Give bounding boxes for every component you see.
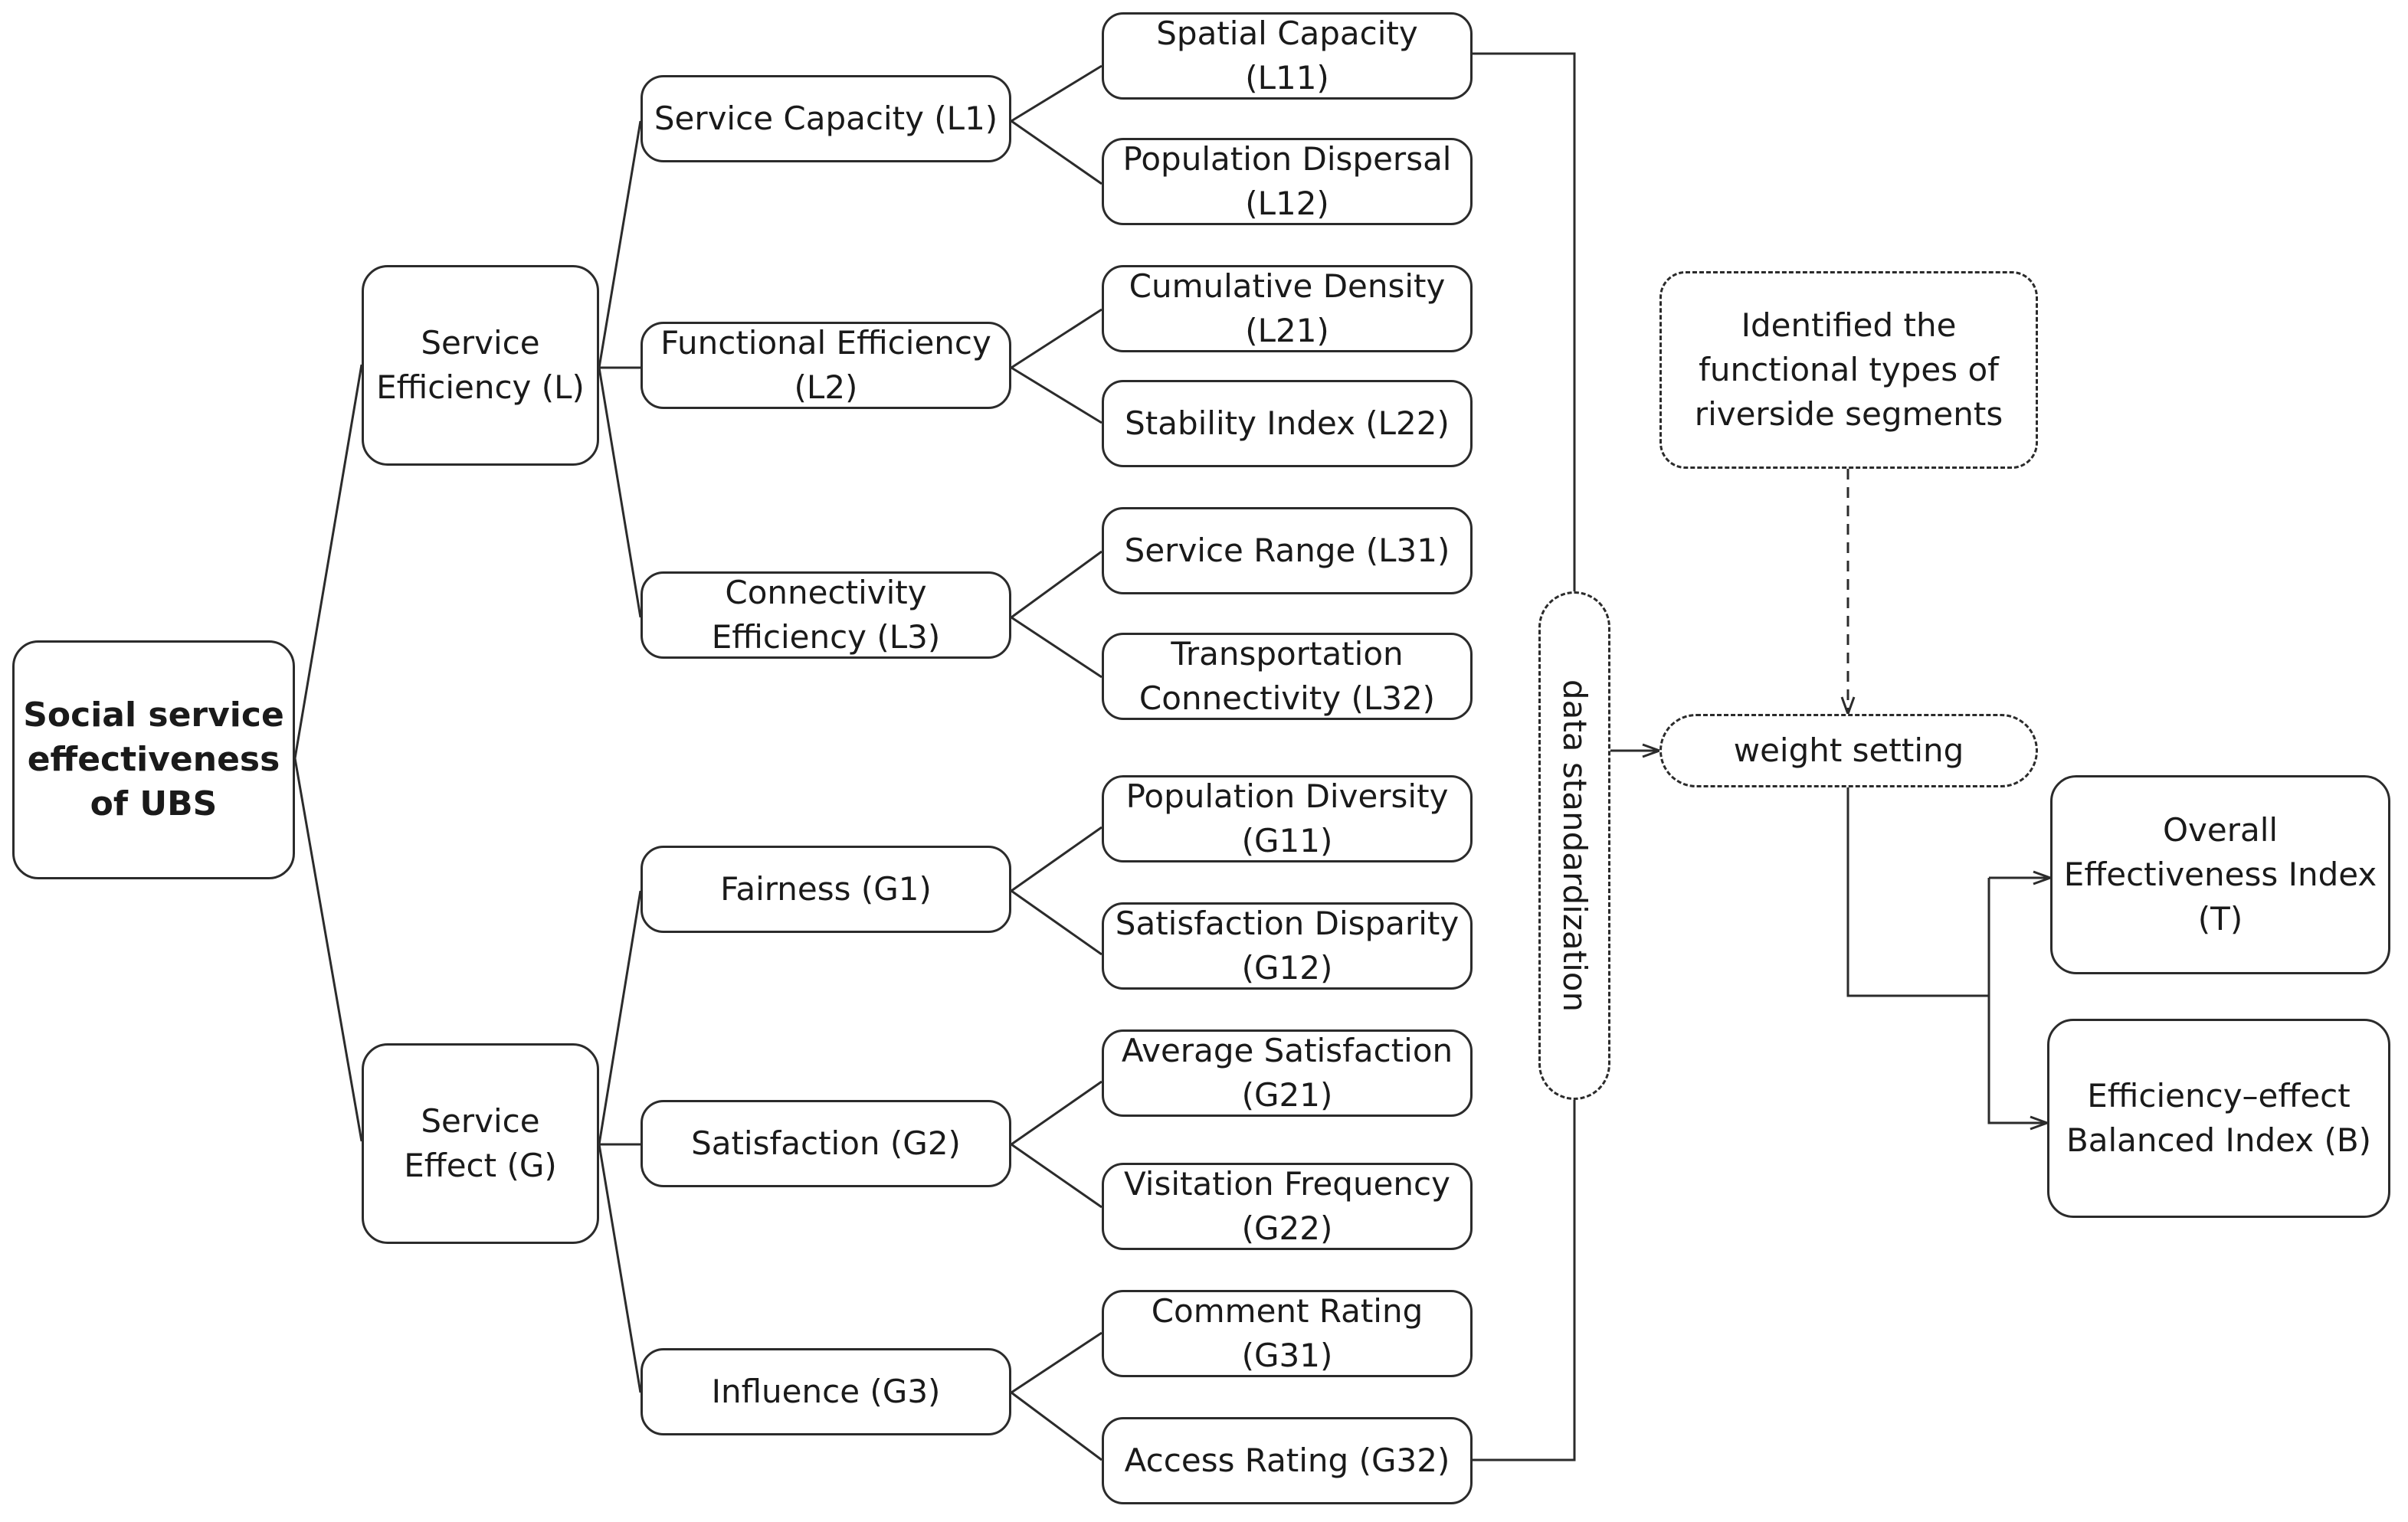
l12-label: Population Dispersal (L12) [1122,140,1452,222]
edge-g2-g21 [1011,1080,1102,1146]
edge-effect-g1 [598,890,642,1145]
g12-label: Satisfaction Disparity (G12) [1115,905,1460,987]
g1-label: Fairness (G1) [720,870,932,908]
l32-label: Transportation Connectivity (L32) [1138,635,1436,717]
root-label: Social service effectiveness of UBS [23,696,284,823]
node-l11: Spatial Capacity (L11) [1102,12,1473,100]
edge-l1-l12 [1011,119,1102,185]
edge-root-efficiency [293,364,363,759]
l2-label: Functional Efficiency (L2) [660,324,991,406]
overall-index-label: Overall Effectiveness Index (T) [2063,811,2377,938]
node-l2: Functional Efficiency (L2) [640,322,1011,409]
edge-l1-l11 [1011,64,1102,123]
edge-g1-g12 [1011,889,1102,956]
service-effect-label: Service Effect (G) [404,1102,557,1184]
l31-label: Service Range (L31) [1124,532,1450,569]
g21-label: Average Satisfaction (G21) [1121,1032,1453,1114]
edge-g1-g11 [1011,826,1102,892]
root-node: Social service effectiveness of UBS [12,640,295,879]
edge-l3-l31 [1011,550,1102,619]
node-g12: Satisfaction Disparity (G12) [1102,902,1473,990]
arrow-to-balanced-index [1987,996,2047,1123]
node-l1: Service Capacity (L1) [640,75,1011,162]
functional-types-node: Identified the functional types of river… [1659,271,2038,469]
node-g11: Population Diversity (G11) [1102,775,1473,862]
node-l32: Transportation Connectivity (L32) [1102,633,1473,720]
node-service-effect: Service Effect (G) [362,1043,599,1244]
g11-label: Population Diversity (G11) [1125,777,1449,859]
node-g32: Access Rating (G32) [1102,1417,1473,1504]
data-standardization-node: data standardization [1538,591,1610,1100]
bracket-bottom-to-standardization [1473,1100,1576,1461]
g32-label: Access Rating (G32) [1124,1442,1450,1479]
node-service-efficiency: Service Efficiency (L) [362,265,599,466]
node-l12: Population Dispersal (L12) [1102,138,1473,225]
weight-setting-label: weight setting [1733,732,1964,769]
node-g22: Visitation Frequency (G22) [1102,1163,1473,1250]
g2-label: Satisfaction (G2) [691,1124,961,1162]
balanced-index-node: Efficiency–effect Balanced Index (B) [2047,1019,2390,1218]
edge-efficiency-l1 [598,120,642,368]
bracket-top-to-standardization [1473,52,1576,591]
weight-setting-node: weight setting [1659,714,2038,787]
node-l22: Stability Index (L22) [1102,380,1473,467]
balanced-index-label: Efficiency–effect Balanced Index (B) [2066,1077,2372,1159]
node-g3: Influence (G3) [640,1348,1011,1435]
node-l21: Cumulative Density (L21) [1102,265,1473,352]
service-efficiency-label: Service Efficiency (L) [376,324,585,406]
edge-root-effect [293,758,363,1142]
g22-label: Visitation Frequency (G22) [1123,1165,1450,1247]
node-g1: Fairness (G1) [640,846,1011,933]
functional-types-label: Identified the functional types of river… [1694,306,2003,433]
l21-label: Cumulative Density (L21) [1129,267,1446,349]
node-l3: Connectivity Efficiency (L3) [640,571,1011,659]
data-standardization-label: data standardization [1556,679,1594,1013]
l3-label: Connectivity Efficiency (L3) [711,574,941,656]
node-g21: Average Satisfaction (G21) [1102,1029,1473,1117]
node-l31: Service Range (L31) [1102,507,1473,594]
edge-l2-l22 [1011,366,1102,424]
edge-g2-g22 [1011,1143,1102,1209]
l1-label: Service Capacity (L1) [654,100,998,137]
edge-efficiency-l3 [598,367,642,618]
edge-effect-g3 [598,1144,642,1393]
edge-l3-l32 [1011,616,1102,679]
l22-label: Stability Index (L22) [1125,404,1450,442]
g31-label: Comment Rating (G31) [1151,1292,1424,1374]
overall-index-node: Overall Effectiveness Index (T) [2050,775,2390,974]
node-g2: Satisfaction (G2) [640,1100,1011,1187]
edge-g3-g32 [1011,1391,1102,1461]
edge-g3-g31 [1011,1331,1102,1394]
node-g31: Comment Rating (G31) [1102,1290,1473,1377]
connector-weight-down [1846,787,1989,997]
l11-label: Spatial Capacity (L11) [1156,15,1418,97]
edge-l2-l21 [1011,308,1102,369]
g3-label: Influence (G3) [711,1373,941,1410]
